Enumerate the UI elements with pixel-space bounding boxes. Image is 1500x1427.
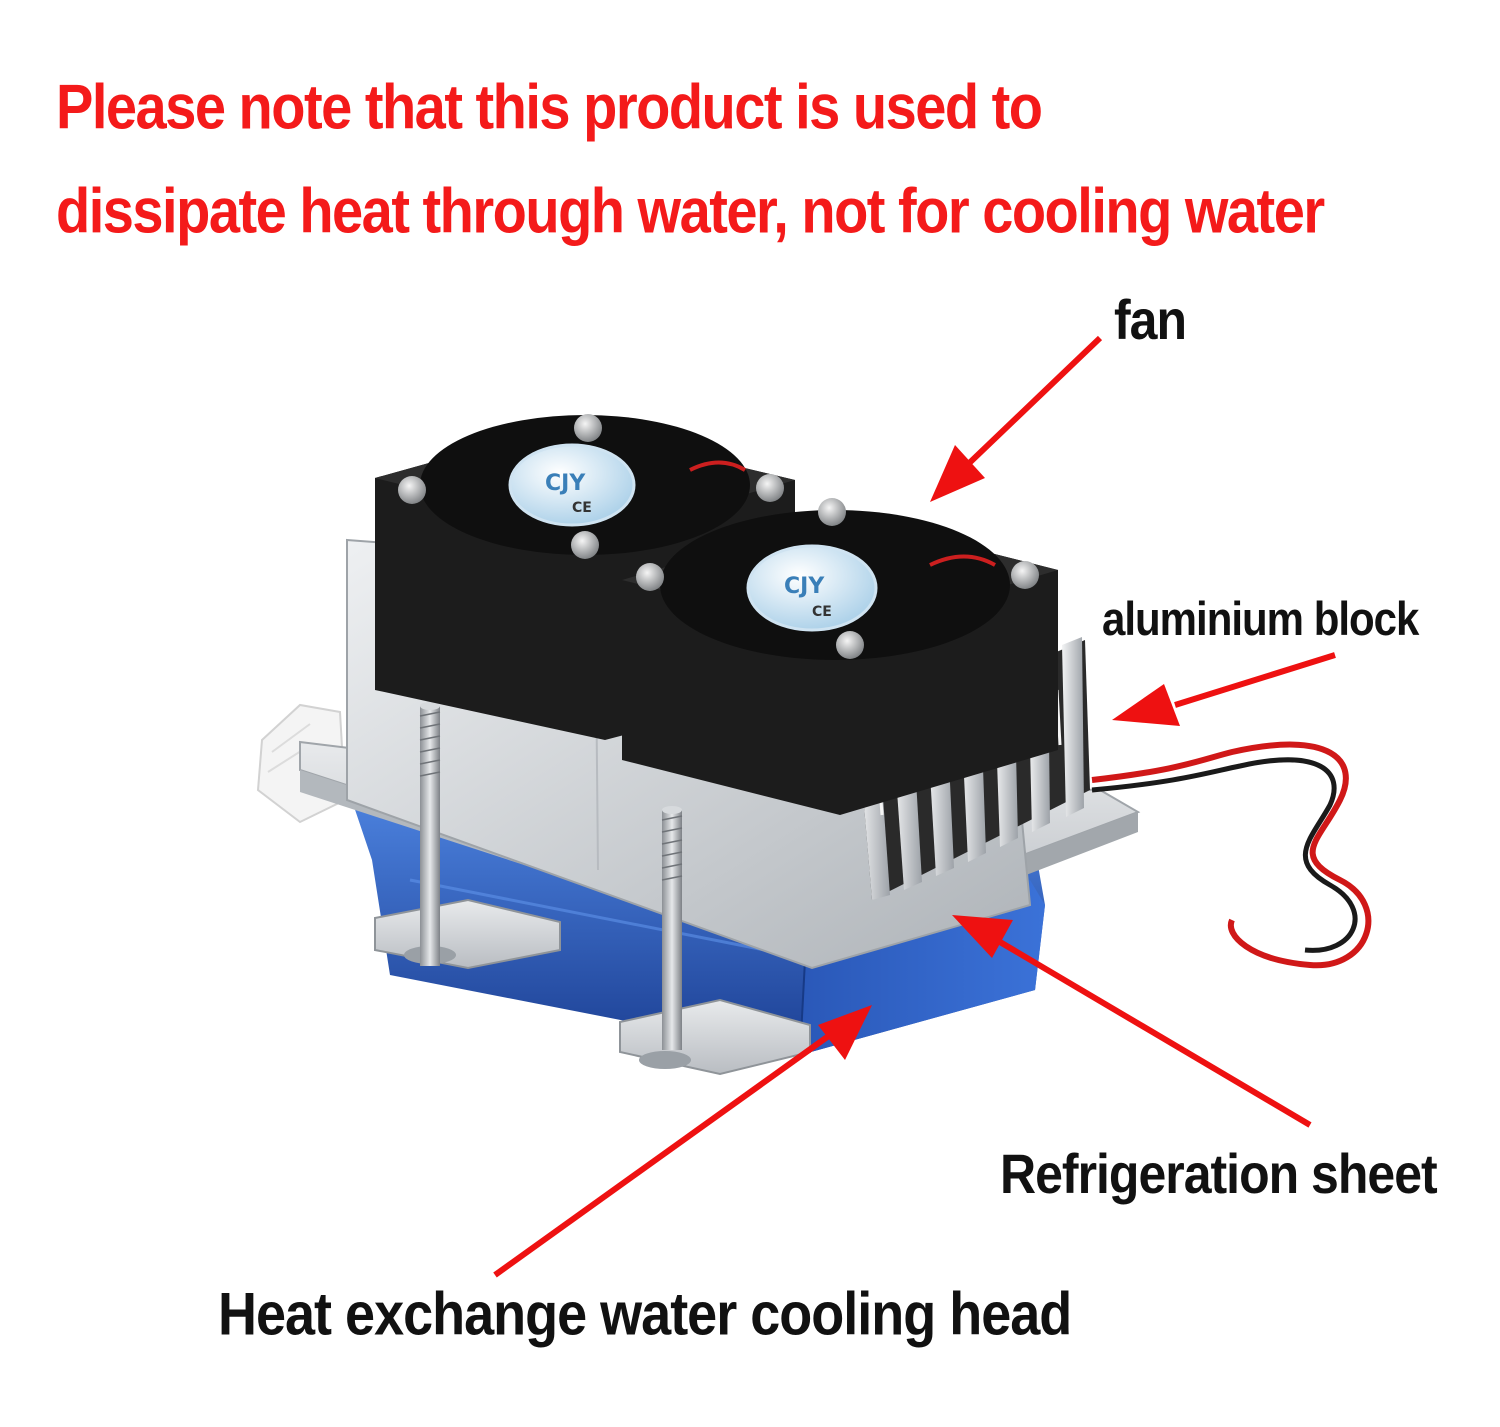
arrow-to-water-head (493, 1005, 872, 1278)
label-aluminium-block: aluminium block (1102, 592, 1419, 646)
warning-notice-line-1: Please note that this product is used to (56, 71, 1043, 143)
fan-back-mark: CE (572, 500, 592, 516)
label-fan: fan (1114, 288, 1187, 352)
threaded-stud-right (661, 806, 683, 1050)
power-wires (1091, 741, 1372, 969)
warning-notice-line-2: dissipate heat through water, not for co… (56, 175, 1325, 247)
fan-back-brand: CJY (545, 471, 586, 496)
label-water-cooling-head: Heat exchange water cooling head (218, 1280, 1072, 1348)
arrow-to-aluminium-block (1112, 652, 1336, 726)
fan-front: CJY CE (622, 498, 1058, 815)
arrow-to-fan (930, 335, 1103, 502)
fan-front-brand: CJY (784, 574, 825, 599)
label-refrigeration-sheet: Refrigeration sheet (1000, 1142, 1438, 1206)
threaded-stud-left (419, 702, 441, 966)
fan-front-mark: CE (812, 604, 832, 620)
arrow-to-refrigeration-sheet (952, 915, 1312, 1128)
